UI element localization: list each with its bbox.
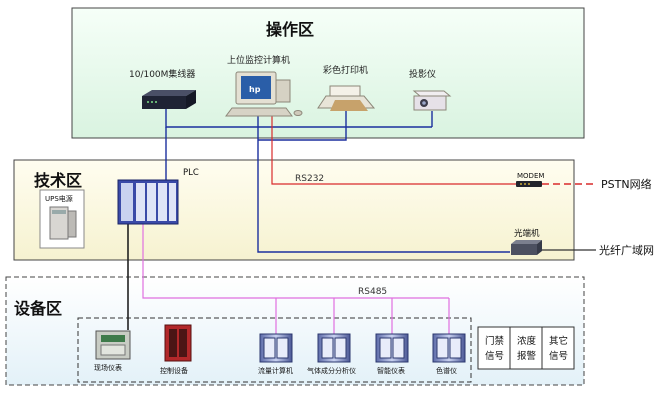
rs485-links — [142, 224, 450, 338]
signal-table — [477, 326, 575, 370]
control-equipment-icon — [164, 324, 192, 362]
equipment-zone-title: 设备区 — [14, 299, 62, 318]
projector-label: 投影仪 — [409, 68, 436, 80]
signal-cell-line1: 浓度 — [517, 335, 537, 347]
signal-cell-line2: 报警 — [517, 350, 537, 362]
signal-cell-line2: 信号 — [549, 350, 568, 362]
smart-meter-icon — [375, 333, 409, 363]
plc-rack-icon — [117, 179, 179, 225]
operation-zone — [71, 7, 585, 139]
flow-computer-icon — [259, 333, 293, 363]
technical-zone-title: 技术区 — [34, 171, 82, 190]
ups-icon — [49, 206, 77, 240]
gas-analyzer-icon — [317, 333, 351, 363]
chromatograph-label: 色谱仪 — [436, 366, 457, 375]
equipment-inner-group — [77, 317, 472, 383]
rs485-label: RS485 — [358, 287, 387, 297]
signal-cell-line1: 其它 — [549, 335, 568, 347]
monitor-pc-label: 上位监控计算机 — [227, 54, 290, 66]
field-instrument-label: 现场仪表 — [94, 363, 122, 372]
field-instrument-icon — [95, 330, 131, 360]
signal-cell-line2: 信号 — [485, 350, 504, 362]
printer-icon — [317, 85, 376, 111]
fiber-wan-label: 光纤广域网 — [599, 243, 654, 257]
ups-label: UPS电源 — [45, 194, 73, 203]
plc-label: PLC — [183, 168, 199, 178]
smart-meter-label: 智能仪表 — [377, 366, 405, 375]
projector-icon — [412, 90, 452, 111]
ethernet-links — [165, 109, 510, 253]
signal-cell-line1: 门禁 — [485, 335, 505, 347]
control-equipment-label: 控制设备 — [160, 366, 188, 375]
rs232-link — [271, 116, 516, 185]
flow-computer-label: 流量计算机 — [258, 366, 293, 375]
svg-text:hp: hp — [249, 85, 261, 94]
modem-label: MODEM — [517, 172, 544, 180]
hub-icon — [142, 90, 196, 109]
hub-label: 10/100M集线器 — [129, 68, 195, 80]
color-printer-label: 彩色打印机 — [323, 64, 368, 76]
chromatograph-icon — [432, 333, 466, 363]
operation-zone-title: 操作区 — [266, 20, 314, 39]
pstn-network-label: PSTN网络 — [601, 177, 652, 191]
modem-icon — [516, 181, 542, 187]
monitor-pc-icon: hp — [225, 71, 303, 117]
gas-analyzer-label: 气体成分分析仪 — [307, 366, 356, 375]
optical-terminal-icon — [511, 240, 542, 255]
optical-terminal-label: 光端机 — [514, 228, 540, 239]
rs232-label: RS232 — [295, 174, 324, 184]
technical-zone — [13, 159, 575, 261]
